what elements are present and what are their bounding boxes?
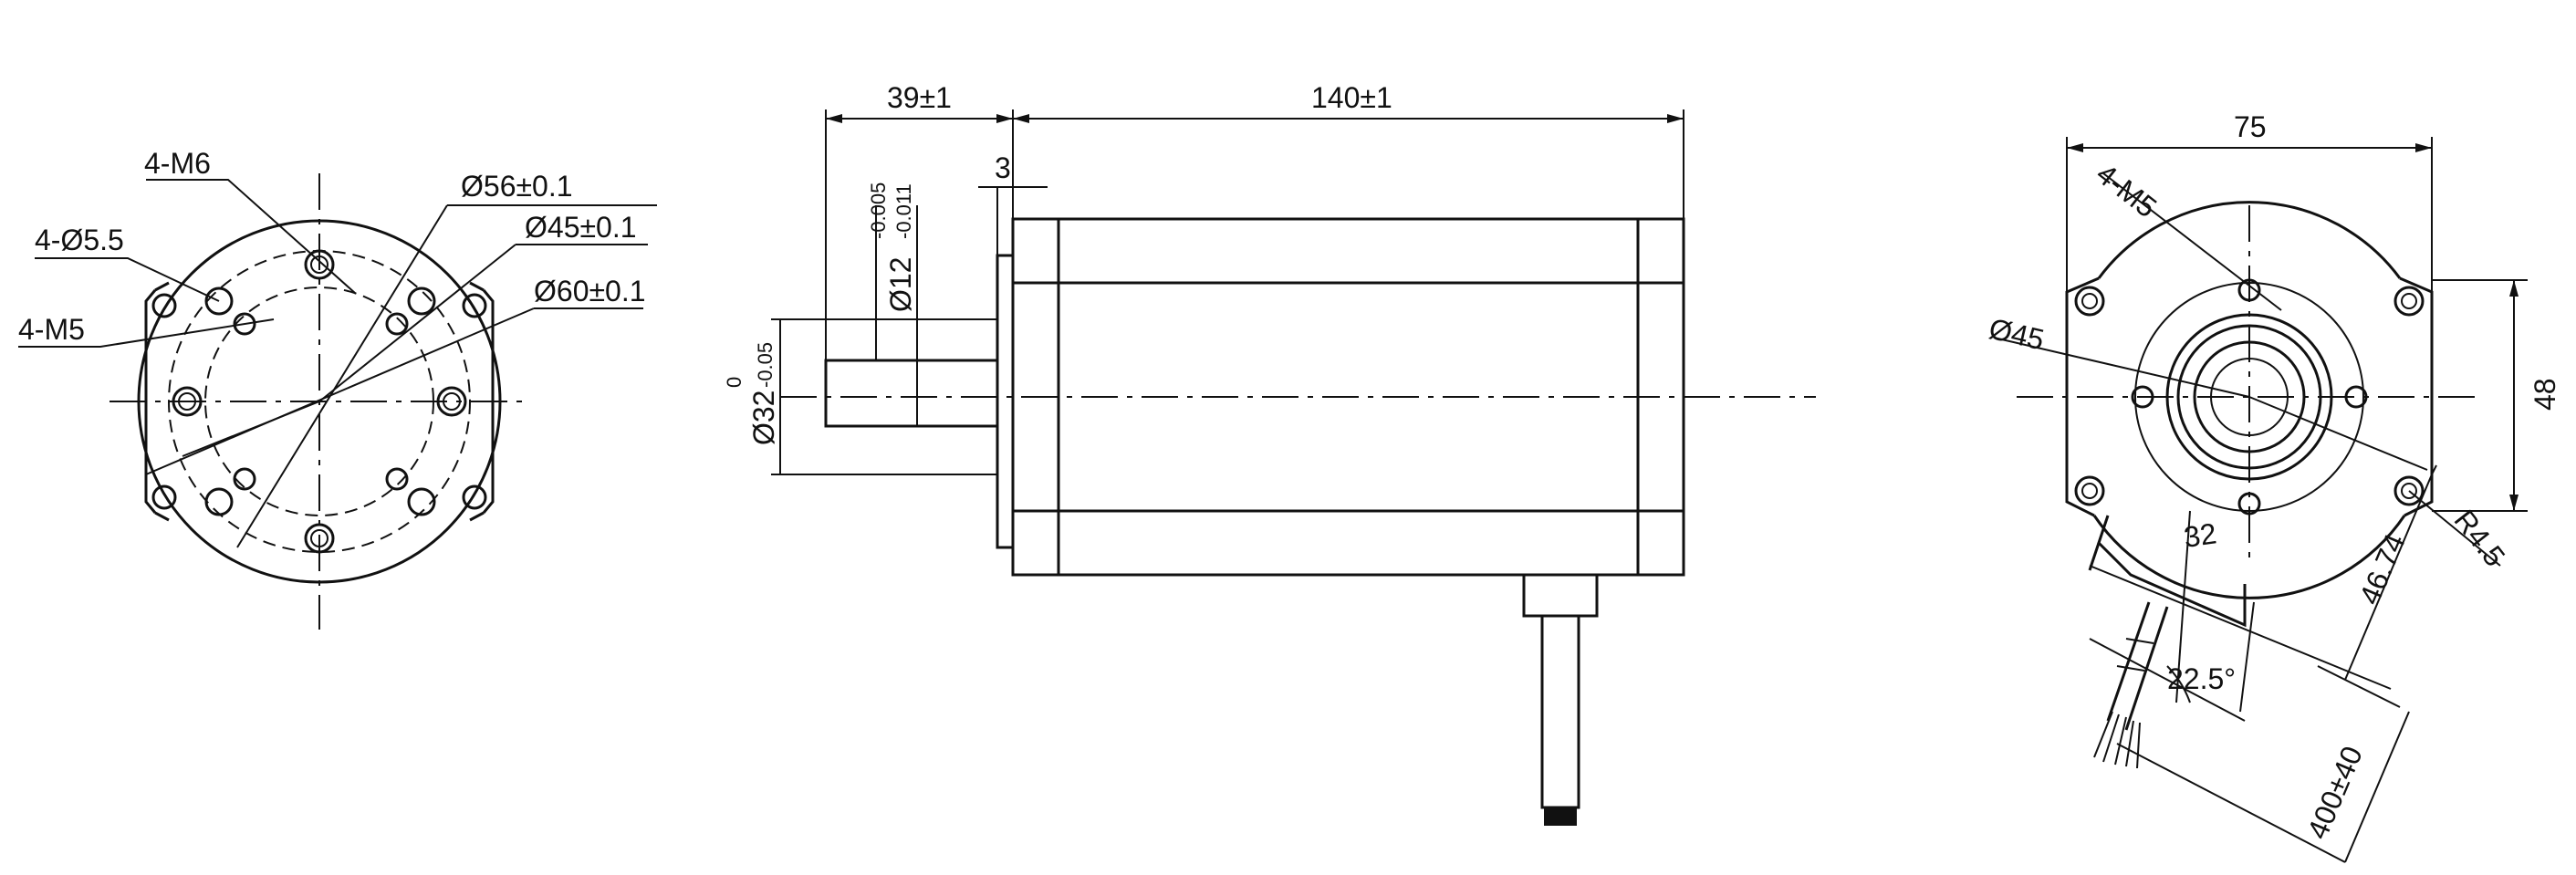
rear-view: 75 48 4-M5 Ø45 R4.5 32 46.74 22.5° [1986,110,2561,863]
side-d12-label: Ø12 [884,257,917,312]
rear-48-label: 48 [2529,378,2561,411]
side-d32-tol-low: -0.05 [754,342,777,388]
rear-32-label: 32 [2182,516,2218,554]
front-4d55-label: 4-Ø5.5 [35,224,124,256]
rear-d45-label: Ø45 [1986,312,2047,357]
front-4m6-label: 4-M6 [144,147,211,180]
side-39-label: 39±1 [887,81,952,114]
front-view: 4-M6 4-Ø5.5 4-M5 Ø56±0.1 Ø45±0.1 Ø60±0.1 [18,147,657,630]
rear-4m5-label: 4-M5 [2091,157,2164,224]
rear-75-label: 75 [2234,110,2267,143]
side-140-label: 140±1 [1311,81,1392,114]
rear-4674-label: 46.74 [2352,529,2411,609]
front-d56-label: Ø56±0.1 [461,170,573,203]
rear-r45-label: R4.5 [2447,504,2511,572]
side-d12-tol-up: -0.005 [867,182,890,239]
front-d45-label: Ø45±0.1 [525,211,637,244]
front-4m5-label: 4-M5 [18,313,85,346]
side-d32-tol-up: 0 [723,377,746,388]
side-view: 39±1 140±1 3 Ø12 -0.005 -0.011 Ø32 0 -0.… [723,81,1816,826]
side-3-label: 3 [995,151,1011,184]
side-d32-label: Ø32 [747,391,780,445]
front-d60-label: Ø60±0.1 [534,275,646,307]
rear-225-label: 22.5° [2167,662,2236,695]
side-d12-tol-low: -0.011 [892,183,915,239]
